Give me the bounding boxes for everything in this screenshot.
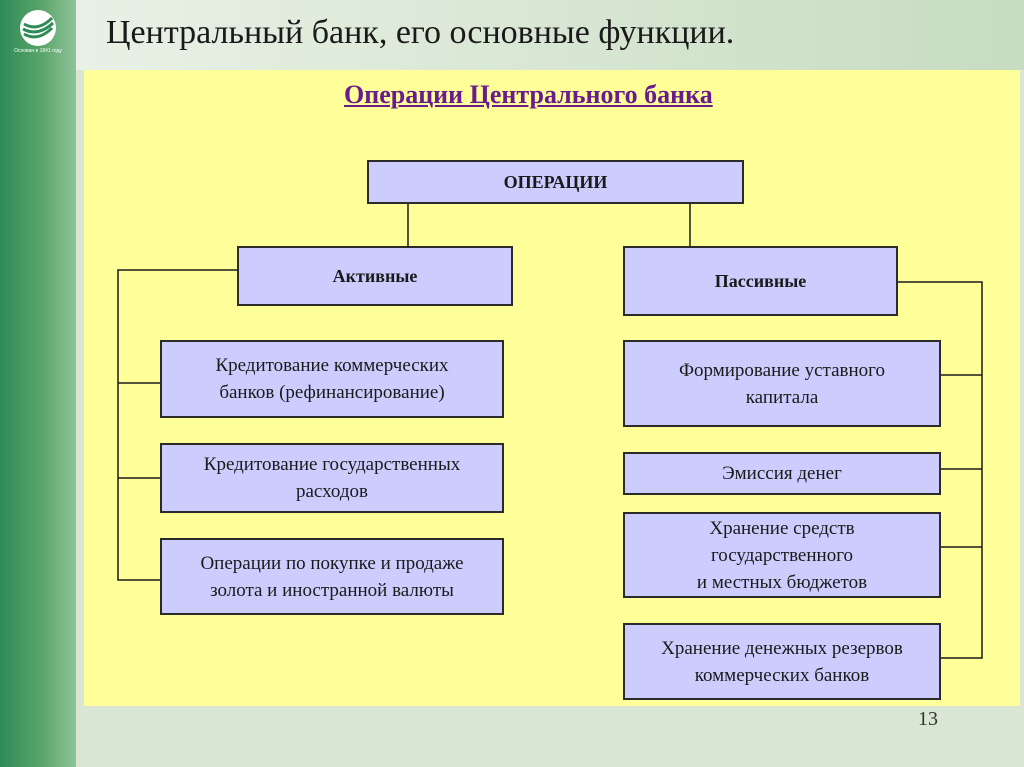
connector-active-bracket <box>117 269 238 581</box>
header-bar <box>76 0 1024 70</box>
page-number: 13 <box>918 708 938 730</box>
active-item-2: Кредитование государственных расходов <box>160 443 504 513</box>
sberbank-logo-icon <box>20 10 56 46</box>
active-item-1: Кредитование коммерческих банков (рефина… <box>160 340 504 418</box>
active-item-label: Операции по покупке и продаже золота и и… <box>200 552 464 601</box>
active-item-label: Кредитование государственных расходов <box>203 454 461 502</box>
passive-item-label: Формирование уставного капитала <box>679 359 885 408</box>
active-item-3: Операции по покупке и продаже золота и и… <box>160 538 504 615</box>
slide-title: Центральный банк, его основные функции. <box>106 14 735 51</box>
passive-item-label: Хранение денежных резервов коммерческих … <box>661 637 903 686</box>
active-box: Активные <box>237 246 513 306</box>
passive-label: Пассивные <box>714 270 807 291</box>
passive-item-1: Формирование уставного капитала <box>623 340 941 427</box>
passive-item-2: Эмиссия денег <box>623 452 941 495</box>
root-label: ОПЕРАЦИИ <box>503 171 608 192</box>
active-label: Активные <box>332 265 418 286</box>
logo-caption: Основан в 1841 году <box>14 48 62 54</box>
passive-item-3: Хранение средств государственного и мест… <box>623 512 941 598</box>
passive-item-label: Эмиссия денег <box>722 463 842 484</box>
passive-item-label: Хранение средств государственного и мест… <box>696 517 868 593</box>
side-bar: Основан в 1841 году <box>0 0 76 767</box>
root-box: ОПЕРАЦИИ <box>367 160 744 204</box>
diagram-subtitle: Операции Центрального банка <box>344 80 713 109</box>
passive-item-4: Хранение денежных резервов коммерческих … <box>623 623 941 700</box>
passive-box: Пассивные <box>623 246 898 316</box>
connector-passive-bracket <box>897 281 983 659</box>
active-item-label: Кредитование коммерческих банков (рефина… <box>215 355 449 403</box>
